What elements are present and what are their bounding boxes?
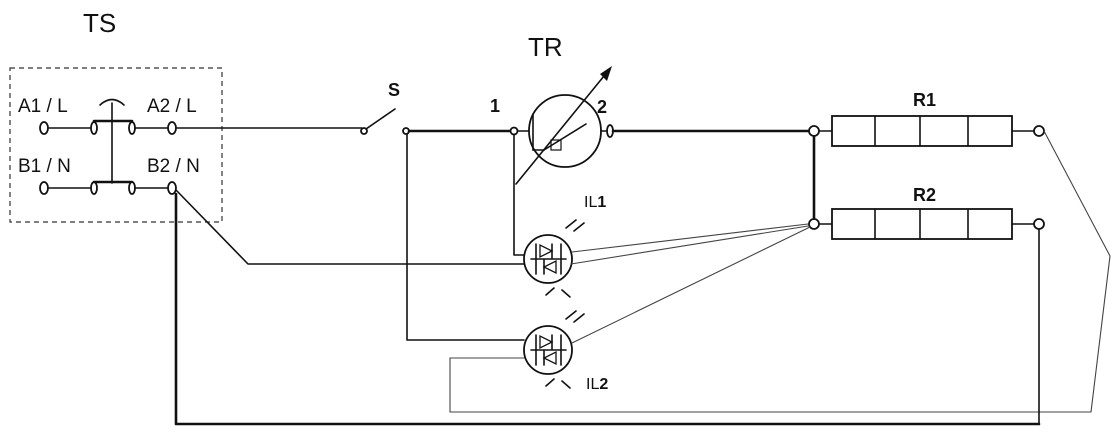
label-b2: B2 / N: [147, 156, 200, 177]
label-a1: A1 / L: [18, 96, 68, 117]
indicator-lamp-il2: [523, 310, 585, 389]
wire-b2-to-il1: [175, 189, 525, 265]
label-r2: R2: [913, 185, 936, 205]
label-node2: 2: [597, 97, 607, 117]
terminal-r1-left: [808, 125, 820, 137]
wire-il1-to-r2-left: [571, 223, 809, 253]
terminal-r2-left: [808, 218, 820, 230]
label-a2: A2 / L: [147, 96, 197, 117]
terminal-b2: [167, 181, 177, 195]
label-ts: TS: [83, 8, 116, 38]
ts-top-contact: [47, 119, 169, 135]
label-r1: R1: [913, 90, 936, 110]
wire-neutral-bottom-bus: [174, 192, 1041, 426]
ts-linkage: [99, 98, 125, 184]
indicator-lamp-il1: [523, 219, 585, 298]
terminal-r1-right: [1033, 125, 1045, 137]
terminal-b1: [39, 181, 49, 195]
terminal-a1: [39, 121, 49, 135]
terminal-a2: [167, 121, 177, 135]
label-b1: B1 / N: [18, 156, 71, 177]
wire-il2-return-loop: [449, 130, 1111, 413]
label-il2: IL2: [586, 376, 608, 393]
switch-s: [360, 108, 410, 135]
label-il1: IL1: [584, 194, 606, 211]
terminal-r2-right: [1033, 218, 1045, 230]
resistor-r2: [831, 208, 1013, 240]
wire-s-to-il2: [406, 133, 525, 341]
wire-node1-to-il1: [513, 133, 525, 256]
label-tr: TR: [528, 32, 563, 62]
label-s: S: [388, 80, 400, 100]
ts-dashed-enclosure: [9, 67, 223, 223]
resistor-r1: [831, 115, 1013, 147]
label-node1: 1: [490, 96, 500, 116]
regulator-tr: [515, 66, 612, 185]
ts-bottom-contact: [47, 180, 169, 195]
wire-il1-return: [570, 225, 809, 265]
wire-il2-to-r2-left: [571, 226, 811, 344]
